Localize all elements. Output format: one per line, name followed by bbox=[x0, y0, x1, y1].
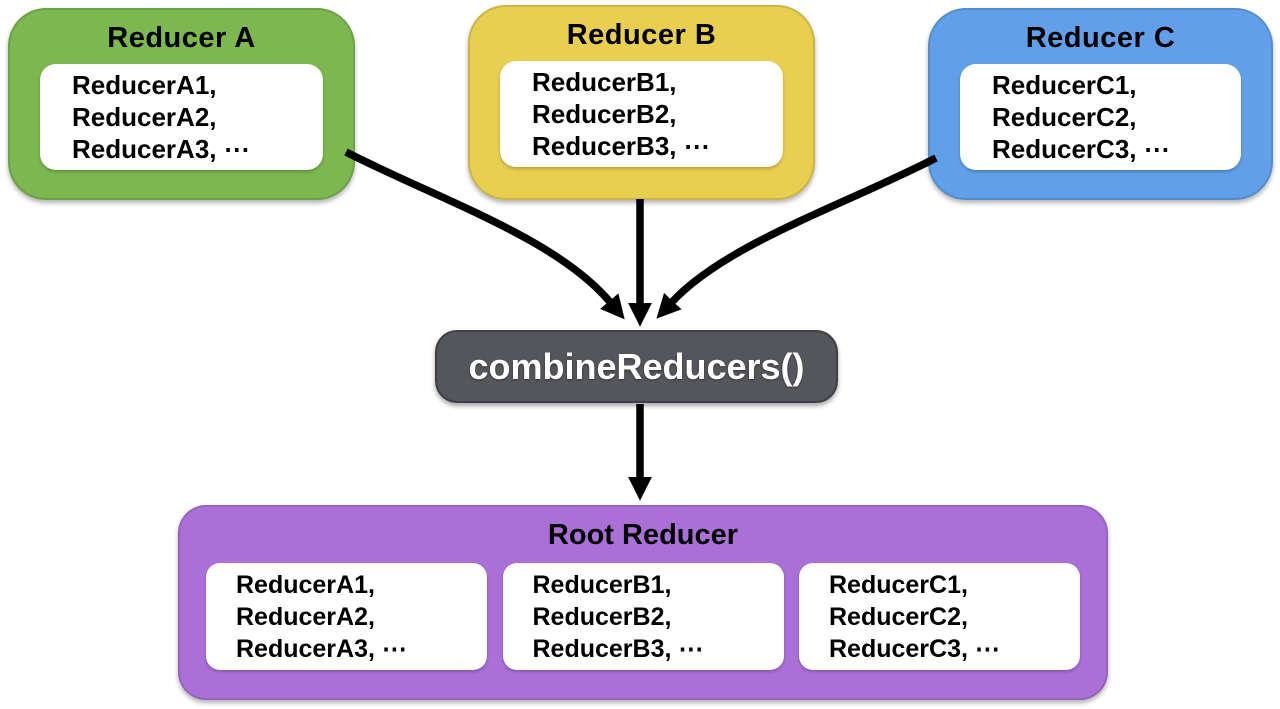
combine-reducers-label: combineReducers() bbox=[468, 345, 805, 387]
list-item: ReducerA2, bbox=[72, 102, 217, 132]
reducer-a-title: Reducer A bbox=[107, 22, 256, 54]
combine-reducers-box: combineReducers() bbox=[435, 330, 838, 403]
list-item: ReducerA2, bbox=[236, 602, 375, 631]
root-group-c: ReducerC1, ReducerC2, ReducerC3, ⋯ bbox=[799, 563, 1080, 670]
root-group-a: ReducerA1, ReducerA2, ReducerA3, ⋯ bbox=[206, 563, 487, 670]
root-reducer-title: Root Reducer bbox=[547, 519, 739, 551]
list-item: ReducerB3, ⋯ bbox=[532, 634, 704, 663]
list-item: ReducerB3, ⋯ bbox=[532, 131, 710, 161]
root-group-b: ReducerB1, ReducerB2, ReducerB3, ⋯ bbox=[502, 563, 784, 670]
reducer-b-list: ReducerB1, ReducerB2, ReducerB3, ⋯ bbox=[500, 61, 783, 167]
reducer-a-list: ReducerA1, ReducerA2, ReducerA3, ⋯ bbox=[40, 64, 323, 170]
list-item: ReducerC1, bbox=[992, 70, 1137, 100]
list-item: ReducerC1, bbox=[829, 570, 968, 599]
reducer-c-title: Reducer C bbox=[1025, 22, 1176, 54]
list-item: ReducerA3, ⋯ bbox=[72, 134, 250, 164]
list-item: ReducerB2, bbox=[532, 602, 672, 631]
reducer-b-title: Reducer B bbox=[566, 19, 717, 51]
reducer-c-box: Reducer C ReducerC1, ReducerC2, ReducerC… bbox=[928, 8, 1273, 200]
list-item: ReducerB1, bbox=[532, 570, 672, 599]
list-item: ReducerA1, bbox=[236, 570, 375, 599]
list-item: ReducerC3, ⋯ bbox=[992, 134, 1170, 164]
reducer-a-box: Reducer A ReducerA1, ReducerA2, ReducerA… bbox=[8, 8, 355, 200]
list-item: ReducerC3, ⋯ bbox=[829, 634, 1000, 663]
root-reducer-box: Root Reducer ReducerA1, ReducerA2, Reduc… bbox=[178, 505, 1108, 700]
list-item: ReducerC2, bbox=[992, 102, 1137, 132]
reducer-b-box: Reducer B ReducerB1, ReducerB2, ReducerB… bbox=[468, 5, 815, 200]
list-item: ReducerA1, bbox=[72, 70, 217, 100]
list-item: ReducerC2, bbox=[829, 602, 968, 631]
reducer-c-list: ReducerC1, ReducerC2, ReducerC3, ⋯ bbox=[960, 64, 1241, 170]
list-item: ReducerA3, ⋯ bbox=[236, 634, 407, 663]
list-item: ReducerB2, bbox=[532, 99, 677, 129]
root-reducer-groups: ReducerA1, ReducerA2, ReducerA3, ⋯ Reduc… bbox=[206, 563, 1080, 670]
list-item: ReducerB1, bbox=[532, 67, 677, 97]
